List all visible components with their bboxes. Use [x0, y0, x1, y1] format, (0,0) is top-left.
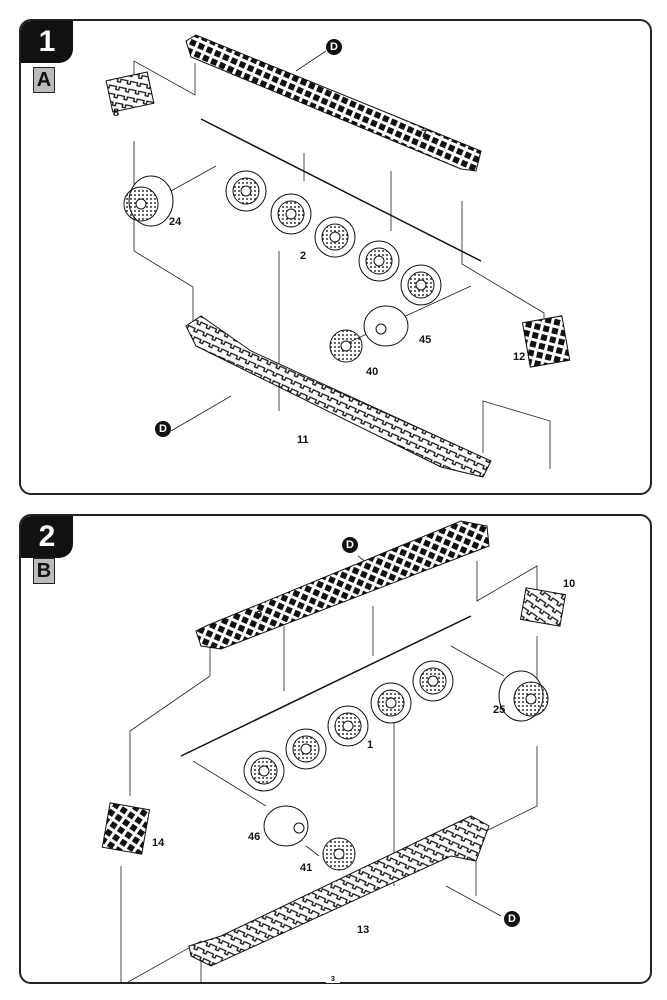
sprocket-24: [123, 175, 174, 227]
rear-link-14: [101, 802, 151, 855]
step-1-panel: 1 A D D: [19, 19, 652, 495]
return-roller-rail: [180, 615, 472, 757]
guide-lines: [120, 555, 538, 982]
subassembly-label: B: [33, 558, 55, 584]
part-label: 9: [256, 609, 263, 621]
part-label: 13: [357, 924, 370, 936]
step-number-badge: 2: [21, 516, 73, 558]
upper-track-9: [195, 520, 490, 650]
idler-45: [363, 305, 409, 347]
part-label: 40: [366, 366, 379, 378]
return-roller-rail: [200, 118, 482, 262]
paint-ref-d: D: [342, 537, 358, 553]
part-label: 8: [113, 107, 120, 119]
paint-ref-d: D: [326, 39, 342, 55]
part-label: 10: [563, 578, 576, 590]
guide-lines: [133, 50, 551, 469]
part-label: 24: [169, 216, 182, 228]
part-label: 11: [297, 434, 309, 446]
rear-link-12: [521, 315, 571, 368]
lower-track-13: [188, 815, 490, 967]
road-wheels: [225, 170, 442, 306]
subassembly-label: A: [33, 67, 55, 93]
lower-track-11: [185, 315, 492, 478]
assembly-drawing: [101, 520, 567, 982]
page-number: 3: [326, 976, 340, 983]
assembly-drawing: [105, 34, 571, 478]
idler-46: [263, 805, 309, 847]
part-label: 46: [248, 831, 261, 843]
upper-track-7: [185, 34, 482, 172]
idler-cap-41: [322, 837, 356, 871]
part-label: 2: [300, 250, 307, 262]
paint-ref-d: D: [155, 421, 171, 437]
step-number-badge: 1: [21, 21, 73, 63]
part-label: 25: [493, 704, 506, 716]
sprocket-25: [498, 670, 549, 722]
part-label: 45: [419, 334, 432, 346]
step-2-panel: 2 B: [19, 514, 652, 984]
part-label: 14: [152, 837, 165, 849]
road-wheels: [243, 660, 454, 792]
paint-ref-d: D: [504, 911, 520, 927]
front-link-10: [519, 587, 567, 627]
front-link-8: [105, 71, 155, 113]
part-label: 7: [421, 128, 428, 140]
idler-cap-40: [329, 329, 363, 363]
part-label: 1: [367, 739, 374, 751]
part-label: 12: [513, 351, 526, 363]
part-label: 41: [300, 862, 313, 874]
